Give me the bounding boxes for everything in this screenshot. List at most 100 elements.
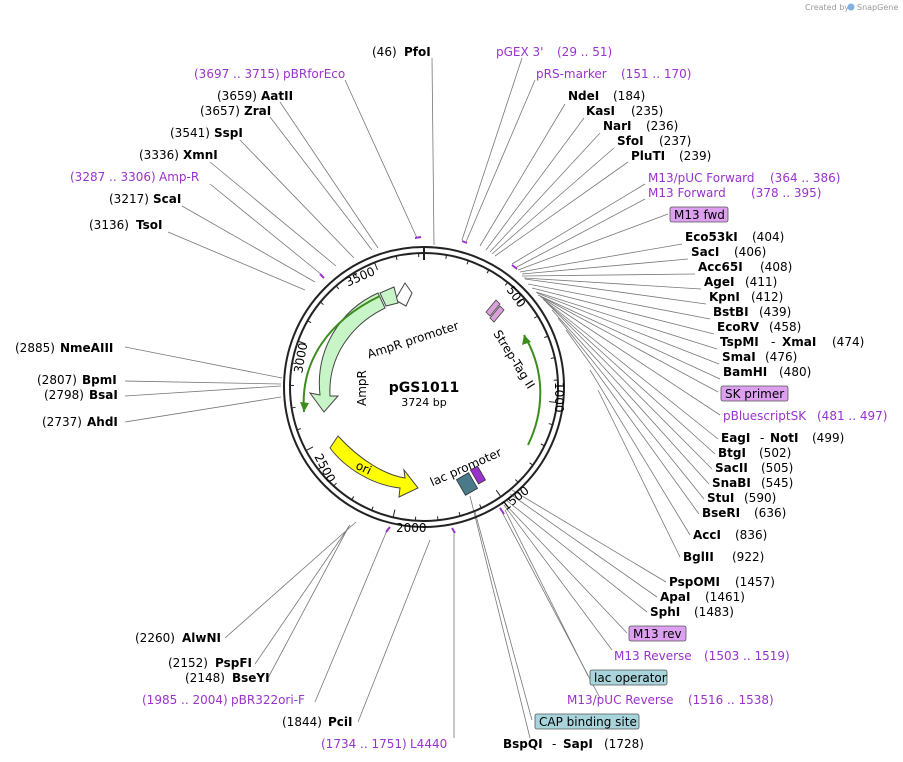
leader-line (536, 292, 720, 365)
leader-line (344, 79, 418, 239)
leader-line (503, 504, 613, 651)
backbone-tick (495, 489, 502, 498)
leader-line (509, 493, 658, 598)
lac-promoter-box (455, 465, 487, 496)
backbone-tick (504, 282, 509, 286)
leader-line (517, 213, 669, 271)
backbone-tick (515, 479, 519, 483)
site-tspmi-xmai: TspMI - XmaI (474) (720, 335, 864, 349)
site-bseri: BseRI (636) (702, 506, 786, 520)
site-smai: SmaI (476) (722, 350, 797, 364)
primer-pbrforeco: (3697 .. 3715) pBRforEco (194, 67, 345, 81)
leader-line (504, 503, 628, 634)
svg-text:M13 fwd: M13 fwd (674, 208, 725, 222)
leader-line (521, 258, 689, 275)
leader-line (551, 309, 710, 485)
site-tsoi: (3136) TsoI (89, 218, 162, 232)
site-sfoi: SfoI (237) (617, 134, 691, 148)
primer-l4440: (1734 .. 1751) L4440 (321, 737, 447, 751)
outer-labels: (46) PfoI pGEX 3' (29 .. 51) (3697 .. 37… (15, 45, 887, 751)
leader-line (209, 161, 337, 267)
site-pspomi: PspOMI (1457) (669, 575, 775, 589)
site-saci: SacI (406) (691, 245, 766, 259)
primer-pgex-3: pGEX 3' (29 .. 51) (496, 45, 612, 59)
backbone-tick (544, 335, 549, 339)
backbone-tick (479, 504, 482, 509)
leader-line (431, 57, 435, 246)
backbone-tick (292, 362, 297, 365)
leader-line (514, 198, 646, 269)
backbone-tick (335, 285, 340, 290)
primer-m13-puc-forward: M13/pUC Forward (364 .. 386) (648, 171, 840, 185)
backbone-tick (550, 357, 555, 359)
site-zrai: (3657) ZraI (200, 104, 271, 118)
site-bpmi: (2807) BpmI (37, 373, 117, 387)
site-bsai: (2798) BsaI (44, 388, 118, 402)
plasmid-size: 3724 bp (401, 396, 446, 409)
label-ori: ori (354, 458, 374, 477)
leader-line (501, 511, 601, 699)
label-strep-tag: Strep-Tag II (491, 328, 538, 392)
leader-line (479, 103, 566, 247)
leader-line (545, 301, 713, 470)
plasmid-name: pGS1011 (389, 380, 460, 396)
svg-text:M13 rev: M13 rev (633, 627, 682, 641)
feature-amp-r-promoter (379, 282, 413, 307)
site-bstbi: BstBI (439) (713, 305, 791, 319)
site-aatii: (3659) AatII (217, 89, 293, 103)
svg-text:lac operator: lac operator (594, 671, 667, 685)
credit-prefix: Created by (805, 3, 849, 12)
site-snabi: SnaBI (545) (712, 476, 793, 490)
site-xmni: (3336) XmnI (139, 148, 218, 162)
backbone-tick (333, 482, 337, 487)
tick-2000: 2000 (396, 521, 427, 535)
backbone-tick (445, 254, 447, 259)
box-m13-rev: M13 rev (628, 625, 687, 642)
site-agei: AgeI (411) (704, 275, 777, 289)
leader-line (589, 369, 691, 536)
primer-m13-puc-reverse: M13/pUC Reverse (1516 .. 1538) (567, 693, 774, 707)
backbone-tick (353, 272, 357, 277)
leader-line (239, 139, 355, 259)
backbone-tick (458, 512, 461, 517)
primer-m13-reverse: M13 Reverse (1503 .. 1519) (614, 649, 790, 663)
promoter-arrowheads (300, 335, 531, 412)
backbone-tick (296, 428, 301, 431)
site-pcii: (1844) PciI (282, 715, 353, 729)
site-pspfi: (2152) PspFI (168, 656, 252, 670)
leader-line (527, 283, 711, 320)
leader-line (565, 329, 700, 515)
site-bamhi: BamHI (480) (723, 365, 811, 379)
leader-line (269, 116, 373, 251)
leader-line (465, 79, 536, 243)
box-m13-fwd: M13 fwd (669, 206, 729, 223)
site-bseyi: (2148) BseYI (185, 671, 270, 685)
primer-pbluescriptsk: pBluescriptSK (481 .. 497) (723, 409, 887, 423)
backbone-tick (466, 260, 469, 265)
site-kpni: KpnI (412) (709, 290, 783, 304)
backbone-tick (318, 466, 322, 470)
leader-line (461, 57, 523, 241)
label-amp-r-promoter: AmpR promoter (365, 319, 460, 362)
leader-line (489, 132, 601, 253)
leader-line (494, 161, 629, 257)
backbone-tick (291, 406, 296, 409)
site-bglii: BglII (922) (683, 550, 764, 564)
tick-1500: 1500 (499, 483, 532, 513)
leader-line (474, 511, 533, 721)
leader-line (485, 117, 585, 251)
leader-line (209, 183, 323, 276)
leader-line (519, 243, 683, 273)
backbone-tick (395, 255, 398, 260)
backbone-tick (517, 297, 525, 304)
backbone-tick (548, 423, 553, 426)
leader-line (124, 385, 282, 397)
leader-line (540, 296, 721, 416)
backbone-tick (297, 340, 306, 345)
tick-2500: 2500 (311, 451, 338, 485)
backbone-tick (392, 509, 396, 518)
site-sacii: SacII (505) (715, 461, 793, 475)
tick-1000: 1000 (552, 382, 566, 413)
site-btgi: BtgI (502) (718, 446, 791, 460)
leader-line (521, 273, 696, 277)
